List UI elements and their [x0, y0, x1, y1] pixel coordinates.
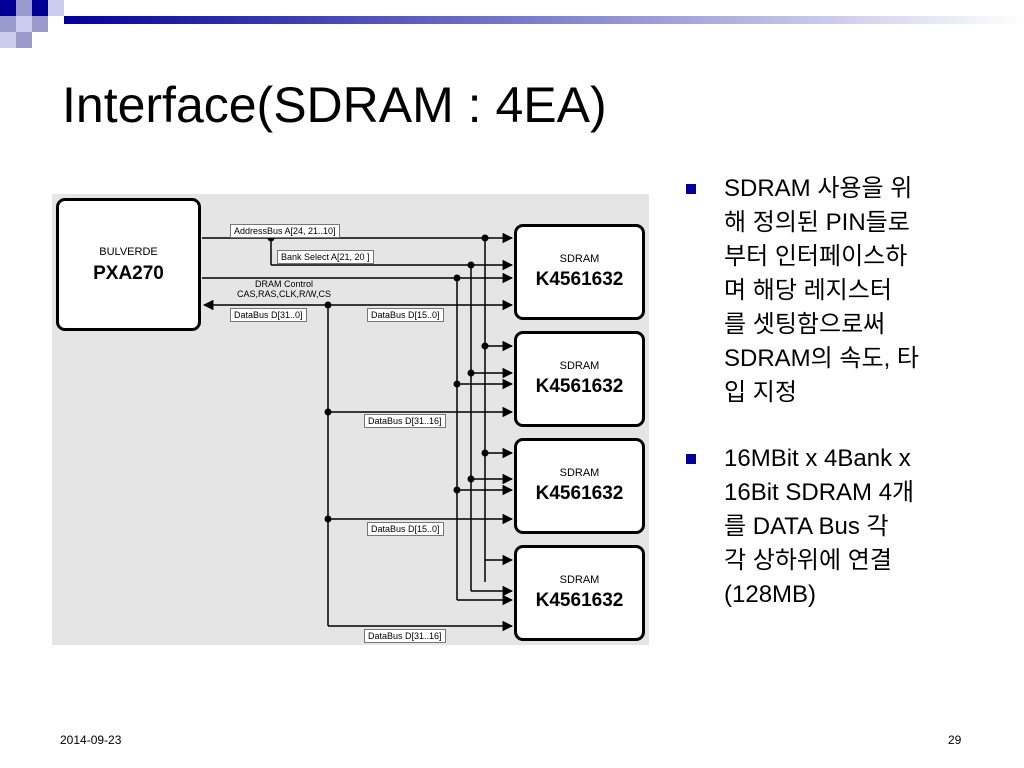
bullet-line: 를 셋팅함으로써	[724, 311, 886, 338]
sdram-chip-name: K4561632	[535, 376, 624, 397]
dram-control-signals: CAS,RAS,CLK,R/W,CS	[237, 289, 332, 299]
sdram-chip-2: SDRAM K4561632	[514, 331, 645, 427]
bullet-line: 해 정의된 PIN들로	[724, 209, 910, 236]
slide-title: Interface(SDRAM : 4EA)	[62, 77, 607, 133]
sdram-chip-1: SDRAM K4561632	[514, 224, 645, 320]
chip4-databus-label: DataBus D[31..16]	[364, 629, 446, 643]
chip1-databus-label: DataBus D[15..0]	[367, 308, 444, 322]
bullet-line: SDRAM의 속도, 타	[724, 345, 919, 372]
cpu-subtitle: BULVERDE	[99, 246, 158, 258]
footer-date: 2014-09-23	[60, 733, 122, 747]
bullet-line: 16Bit SDRAM 4개	[724, 479, 915, 506]
cpu-name: PXA270	[93, 263, 164, 284]
sdram-chip-name: K4561632	[535, 483, 624, 504]
bullet-line: 부터 인터페이스하	[724, 243, 908, 270]
sdram-chip-4: SDRAM K4561632	[514, 545, 645, 641]
bullet-line: SDRAM 사용을 위	[724, 175, 913, 202]
sdram-chip-name: K4561632	[535, 269, 624, 290]
address-bus-label: AddressBus A[24, 21..10]	[230, 224, 340, 238]
sdram-chip-subtitle: SDRAM	[559, 574, 600, 586]
bullet-line: 를 DATA Bus 각	[724, 513, 889, 540]
sdram-chip-subtitle: SDRAM	[559, 467, 600, 479]
bullet-line: 며 해당 레지스터	[724, 277, 892, 304]
chip3-databus-label: DataBus D[15..0]	[367, 522, 444, 536]
bullet-item: SDRAM 사용을 위 해 정의된 PIN들로 부터 인터페이스하 며 해당 레…	[686, 172, 966, 410]
bullet-line: (128MB)	[724, 581, 817, 608]
dram-control-label: DRAM Control CAS,RAS,CLK,R/W,CS	[234, 278, 334, 300]
bullet-line: 각 상하위에 연결	[724, 547, 892, 574]
sdram-chip-subtitle: SDRAM	[559, 253, 600, 265]
dram-control-title: DRAM Control	[255, 279, 314, 289]
bank-select-label: Bank Select A[21, 20 ]	[277, 250, 374, 264]
cpu-chip: BULVERDE PXA270	[56, 198, 201, 331]
chip2-databus-label: DataBus D[31..16]	[364, 414, 446, 428]
square-bullet-icon	[686, 454, 696, 464]
sdram-chip-3: SDRAM K4561632	[514, 438, 645, 534]
bus-wiring	[202, 232, 514, 632]
bullet-list: SDRAM 사용을 위 해 정의된 PIN들로 부터 인터페이스하 며 해당 레…	[686, 172, 966, 612]
bullet-line: 입 지정	[724, 379, 797, 406]
page-number: 29	[948, 733, 962, 747]
bullet-item: 16MBit x 4Bank x 16Bit SDRAM 4개 를 DATA B…	[686, 442, 966, 612]
sdram-interface-diagram: BULVERDE PXA270 SDRAM K4561632 SDRAM K45…	[52, 194, 649, 645]
square-bullet-icon	[686, 184, 696, 194]
header-decoration	[0, 0, 1024, 48]
sdram-chip-name: K4561632	[535, 590, 624, 611]
cpu-databus-label: DataBus D[31..0]	[230, 308, 307, 322]
bullet-line: 16MBit x 4Bank x	[724, 445, 911, 472]
sdram-chip-subtitle: SDRAM	[559, 360, 600, 372]
